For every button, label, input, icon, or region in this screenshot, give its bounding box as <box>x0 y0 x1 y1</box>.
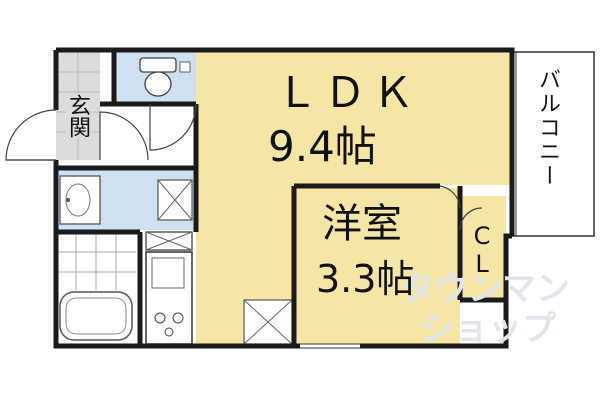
doors <box>5 103 483 231</box>
toilet-fixture <box>139 57 191 97</box>
balcony <box>511 51 595 237</box>
washer-pan <box>157 179 193 221</box>
kitchen-shelf <box>145 231 193 251</box>
kitchen-counter <box>145 251 193 345</box>
western-room-floor <box>296 188 460 344</box>
ldk-name: ＬＤＫ <box>276 68 421 117</box>
ldk-size: 9.4帖 <box>268 122 377 171</box>
fridge-space <box>243 299 293 345</box>
washbasin <box>59 175 101 225</box>
western-room-name: 洋室 <box>322 201 402 247</box>
bathtub <box>59 291 133 341</box>
bathroom-tiles <box>56 232 136 290</box>
entrance-label: 玄関 <box>65 94 90 138</box>
balcony-label: バルコニー <box>535 68 560 188</box>
western-room-size: 3.3帖 <box>316 257 415 301</box>
windows <box>300 343 360 349</box>
svg-text:タウンマン: タウンマン <box>400 269 570 309</box>
svg-text:ショップ: ショップ <box>420 309 556 349</box>
ldk-floor <box>196 52 512 185</box>
walls <box>53 47 515 349</box>
closet-label: CL <box>468 222 496 278</box>
watermark-logo: タウンマン ショップ <box>400 269 570 349</box>
